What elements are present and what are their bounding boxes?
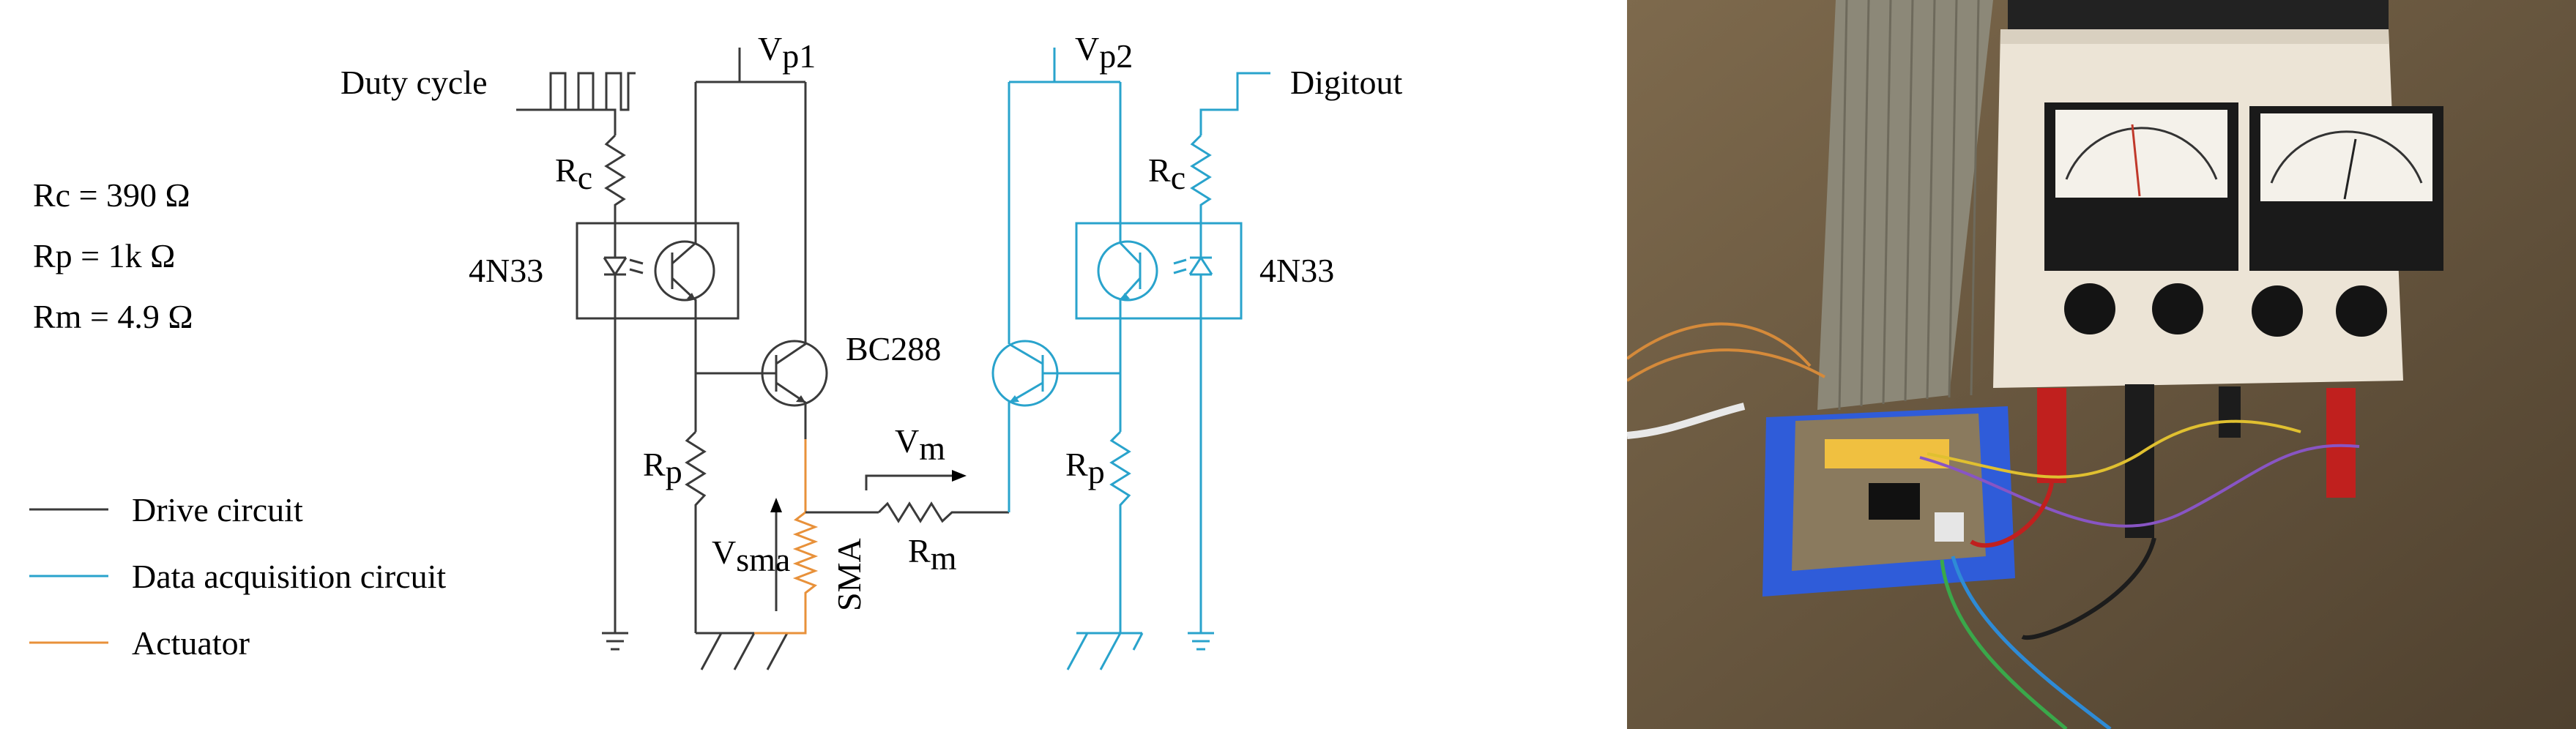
duty-cycle-label: Duty cycle <box>340 64 488 101</box>
meter-right-needle <box>2343 138 2357 200</box>
plug-red-2 <box>2326 388 2356 498</box>
resistor-rm <box>877 501 1009 523</box>
transistor-bc288-label: BC288 <box>846 330 941 367</box>
phototransistor-right <box>1097 240 1158 302</box>
optocoupler-left-box <box>576 222 740 320</box>
digitout-waveform <box>1201 72 1270 111</box>
resistor-rc-left <box>604 134 626 223</box>
duty-cycle-waveform <box>516 72 636 111</box>
rp-left-label: Rp <box>643 446 682 490</box>
phototransistor-right-arrow <box>1120 293 1130 300</box>
digitout-label: Digitout <box>1290 64 1403 101</box>
white-cable <box>1627 403 1746 439</box>
legend-label-actuator: Actuator <box>132 624 250 662</box>
plug-black-2 <box>2219 386 2241 438</box>
digitout-wire <box>1199 108 1237 135</box>
vm-label: Vm <box>895 422 945 467</box>
vsma-arrowhead <box>770 498 782 512</box>
optocoupler-left-label: 4N33 <box>469 252 543 289</box>
left-ground-symbol <box>602 632 628 651</box>
param-rm: Rm = 4.9 Ω <box>33 298 193 335</box>
knob-4 <box>2336 285 2387 337</box>
rm-label: Rm <box>908 532 957 577</box>
plug-red-1 <box>2037 388 2066 483</box>
meter-left-needle <box>2131 124 2141 197</box>
vp1-label: Vp1 <box>758 30 816 75</box>
resistor-rp-left <box>685 430 707 633</box>
param-rc: Rc = 390 Ω <box>33 176 190 214</box>
resistor-rp-right <box>1109 430 1131 633</box>
circuit-schematic: Duty cycle Rc 4N33 Vp1 BC288 Rp SMA Vsma… <box>29 30 1403 670</box>
vp2-label: Vp2 <box>1075 30 1133 75</box>
black-lead <box>2021 537 2156 640</box>
hardware-photo <box>1627 0 2576 729</box>
optocoupler-right-led <box>1188 223 1213 318</box>
optocoupler-right-label: 4N33 <box>1259 252 1334 289</box>
optocoupler-left-led <box>603 223 628 318</box>
right-ground-symbol <box>1188 632 1214 651</box>
knob-3 <box>2252 285 2303 337</box>
resistor-rc-right <box>1190 134 1212 223</box>
acq-ground-bus <box>1066 632 1144 670</box>
ribbon-stripes <box>1838 0 1980 411</box>
vp1-rail <box>694 48 807 329</box>
meter-left-face <box>2055 110 2227 198</box>
vm-arrowhead <box>952 470 967 482</box>
orange-wires <box>1627 322 1825 382</box>
power-box-top-edge <box>2000 29 2389 44</box>
led-right-arrows <box>1173 258 1187 274</box>
phototransistor-right-leads <box>1119 223 1142 318</box>
blue-wire <box>1951 556 2112 729</box>
knob-1 <box>2064 283 2115 334</box>
output-terminal <box>1935 512 1964 542</box>
transistor-acq-arrow <box>1009 395 1019 403</box>
param-rp: Rp = 1k Ω <box>33 237 175 274</box>
vp2-rail <box>1008 48 1122 344</box>
rc-left-label: Rc <box>555 152 592 196</box>
meter-left-scale <box>2065 127 2218 180</box>
plug-black-1 <box>2125 384 2154 538</box>
ic-chip <box>1869 483 1920 520</box>
ribbon-cable <box>1817 0 1993 410</box>
legend-label-acquisition: Data acquisition circuit <box>132 558 446 595</box>
drive-ground-bus <box>696 632 805 670</box>
transistor-bc288-leads <box>762 329 807 439</box>
rc-right-label: Rc <box>1148 152 1185 196</box>
rp-right-label: Rp <box>1065 446 1105 490</box>
transistor-acq-leads <box>1008 343 1120 512</box>
meter-right-scale <box>2270 130 2423 184</box>
transistor-bc288-arrow <box>796 395 805 403</box>
duty-cycle-wire <box>551 108 617 135</box>
led-arrows <box>629 258 644 274</box>
vsma-label: Vsma <box>712 534 790 578</box>
drive-node-wire <box>694 318 762 432</box>
phototransistor-left <box>654 240 715 302</box>
purple-wire <box>1919 444 2360 528</box>
optocoupler-right-box <box>1075 222 1243 320</box>
vm-arrow <box>865 474 956 490</box>
red-lead <box>1970 482 2054 548</box>
legend: Drive circuit Data acquisition circuit A… <box>29 491 446 662</box>
actuator-wire <box>754 439 819 635</box>
phototransistor-left-leads <box>671 223 697 318</box>
green-wire <box>1940 559 2068 729</box>
knob-2 <box>2152 283 2203 334</box>
legend-label-drive: Drive circuit <box>132 491 303 528</box>
sma-label: SMA <box>830 538 868 611</box>
phototransistor-left-arrow <box>687 293 696 300</box>
yellow-wire <box>1927 419 2301 479</box>
